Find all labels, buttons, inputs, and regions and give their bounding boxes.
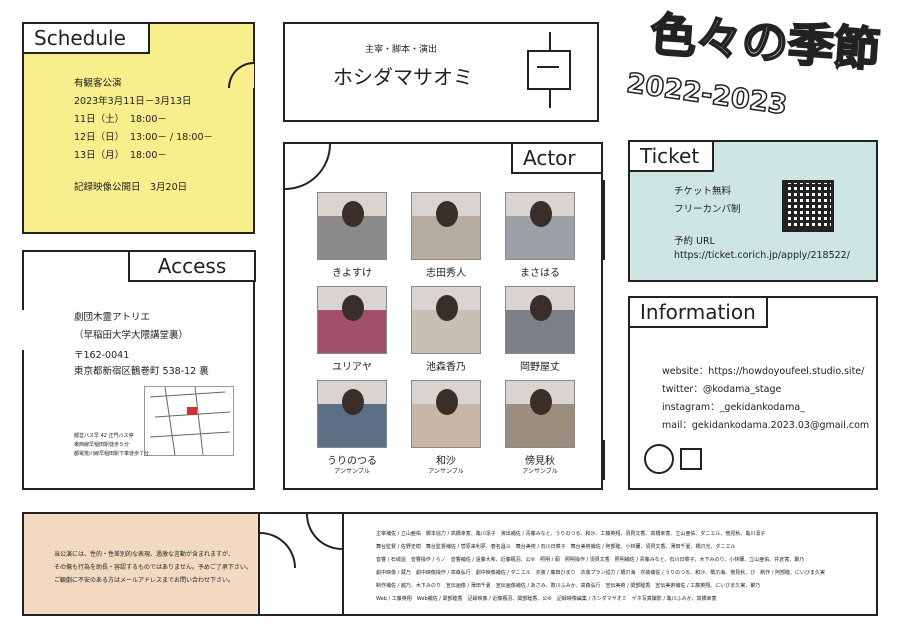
actor-name: まさはる xyxy=(520,268,560,279)
actor-name: 傍見秋 xyxy=(525,456,555,467)
actor-photo xyxy=(317,286,387,354)
actor-silhouette xyxy=(530,389,552,415)
schedule-day-3: 13日（月） xyxy=(74,150,125,161)
actor-door-right xyxy=(603,180,605,260)
ticket-kanpa: フリーカンパ制 xyxy=(674,204,741,215)
info-website[interactable]: website：https://howdoyoufeel.studio.site… xyxy=(662,366,865,377)
actor-photo xyxy=(505,286,575,354)
bottom-divider-2 xyxy=(342,514,344,614)
schedule-panel: Schedule 有観客公演 2023年3月11日－3月13日 11日（土） 1… xyxy=(22,22,255,234)
staff-credit-line: Web / 工藤英翔 Web補佐 / 関部睦香 記録映像 / 近藤楓羽、関部睦香… xyxy=(376,596,717,602)
actor-photo xyxy=(411,286,481,354)
actor-panel: Actor きよすけ志田秀人まさはるユリアヤ池森香乃岡野屋丈うりのつるアンサンブ… xyxy=(283,142,603,490)
access-map-note-1: 都営バス早 42 正門バス停 xyxy=(74,433,134,439)
notice-line-1: 当公演には、性的・性差別的な表現、過激な言動が含まれますが、 xyxy=(54,551,234,558)
notice-line-2: その傷も行為を助長・容認するものではありません。予めご了承下さい。 xyxy=(54,564,252,571)
actor-tab: Actor xyxy=(511,142,603,174)
actor-silhouette xyxy=(342,201,364,227)
logo-title: 色々の季節 xyxy=(647,6,882,78)
schedule-time-2: 13:00－ / 18:00－ xyxy=(130,132,213,143)
access-venue-note: （早稲田大学大隈講堂裏） xyxy=(74,330,189,341)
actor-name: 池森香乃 xyxy=(426,362,466,373)
actor-silhouette xyxy=(436,295,458,321)
notice-line-3: ご観劇に不安のある方はメールアドレスまでお問い合わせ下さい。 xyxy=(54,577,235,584)
actor-photo xyxy=(505,192,575,260)
actor-role: アンサンブル xyxy=(334,468,370,475)
ticket-panel: Ticket チケット無料 フリーカンパ制 予約 URL https://tic… xyxy=(628,140,878,282)
actor-role: アンサンブル xyxy=(428,468,464,475)
schedule-archive: 記録映像公開日 3月20日 xyxy=(74,182,188,193)
ticket-url[interactable]: https://ticket.corich.jp/apply/218522/ xyxy=(674,250,850,261)
actor-silhouette xyxy=(530,295,552,321)
staff-credit-line: 舞台監督 / 佐野史樹 舞台監督補佐 / 菅原来利夢、春名昌斗 舞台美術 / 石… xyxy=(376,544,736,550)
notice-area: 当公演には、性的・性差別的な表現、過激な言動が含まれますが、 その傷も行為を助長… xyxy=(24,514,258,614)
information-panel: Information website：https://howdoyoufeel… xyxy=(628,296,878,490)
logo: 色々の季節 2022-2023 xyxy=(618,6,888,138)
access-map xyxy=(144,386,234,456)
ticket-reserve-label: 予約 URL xyxy=(674,236,715,247)
director-name: ホシダマサオミ xyxy=(333,65,473,89)
actor-name: きよすけ xyxy=(332,268,372,279)
qr-code-icon xyxy=(782,180,834,232)
actor-silhouette xyxy=(342,389,364,415)
actor-silhouette xyxy=(530,201,552,227)
access-address: 東京都新宿区鶴巻町 538-12 裏 xyxy=(74,366,209,377)
bottom-divider-1 xyxy=(258,514,260,614)
bottom-door-2 xyxy=(306,514,342,550)
actor-name: ユリアヤ xyxy=(332,362,372,373)
schedule-time-3: 18:00－ xyxy=(130,150,167,161)
logo-years: 2022-2023 xyxy=(624,67,790,122)
info-mail[interactable]: mail：gekidankodama.2023.03@gmail.com xyxy=(662,420,870,431)
schedule-time-1: 18:00－ xyxy=(130,114,167,125)
director-panel: 主宰・脚本・演出 ホシダマサオミ xyxy=(283,22,599,122)
access-wall-gap xyxy=(20,310,26,350)
info-twitter[interactable]: twitter：@kodama_stage xyxy=(662,384,782,395)
schedule-dates: 2023年3月11日－3月13日 xyxy=(74,96,192,107)
actor-photo xyxy=(505,380,575,448)
actor-photo xyxy=(317,192,387,260)
staff-credit-line: 音響 / 石城遥 音響操作 / らノ 音響補佐 / 遠藤大希、近藤楓羽、公⑥ 照… xyxy=(376,557,805,563)
table-icon xyxy=(644,444,674,474)
desk-icon xyxy=(525,32,575,108)
info-instagram[interactable]: instagram：_gekidankodama_ xyxy=(662,402,805,413)
schedule-title: 有観客公演 xyxy=(74,78,122,89)
staff-credit-line: 制作補佐 / 越乃、木下みのり 宣伝画像 / 薄田千夏 宣伝画像補佐 / あさみ… xyxy=(376,583,761,589)
actor-photo xyxy=(411,192,481,260)
staff-credit-line: 主宰補佐 / 立山亜佑 脚本協力 / 高橋幸寛、亀川凛子 演出補佐 / 青藤みな… xyxy=(376,531,766,537)
actor-name: 和沙 xyxy=(436,456,456,467)
access-panel: Access 劇団木霊アトリエ （早稲田大学大隈講堂裏） 〒162-0041 東… xyxy=(22,250,256,490)
staff-credit-line: 劇中映像 / 蔵乃 劇中映像操作 / 高森弘行 劇中映像補佐 / ダニエル 衣装… xyxy=(376,570,826,576)
bottom-panel: 当公演には、性的・性差別的な表現、過激な言動が含まれますが、 その傷も行為を助長… xyxy=(22,512,878,616)
actor-photo xyxy=(411,380,481,448)
information-tab: Information xyxy=(628,296,768,328)
actor-door-right-2 xyxy=(603,440,605,480)
access-map-note-2: 東西線早稲田駅徒歩５分 xyxy=(74,442,130,448)
schedule-day-2: 12日（日） xyxy=(74,132,125,143)
chair-icon xyxy=(680,448,702,470)
actor-role: アンサンブル xyxy=(522,468,558,475)
actor-silhouette xyxy=(436,389,458,415)
schedule-tab: Schedule xyxy=(22,22,150,54)
ticket-price: チケット無料 xyxy=(674,186,732,197)
director-role: 主宰・脚本・演出 xyxy=(365,45,438,55)
access-zip: 〒162-0041 xyxy=(74,350,130,361)
actor-name: うりのつる xyxy=(327,456,377,467)
ticket-tab: Ticket xyxy=(628,140,714,172)
actor-photo xyxy=(317,380,387,448)
actor-name: 志田秀人 xyxy=(426,268,466,279)
access-tab: Access xyxy=(128,250,256,282)
access-venue: 劇団木霊アトリエ xyxy=(74,312,151,323)
actor-name: 岡野屋丈 xyxy=(520,362,560,373)
access-map-note-3: 都電荒川線早稲田駅下車徒歩７分 xyxy=(74,451,150,457)
schedule-day-1: 11日（土） xyxy=(74,114,125,125)
actor-silhouette xyxy=(342,295,364,321)
bottom-door-1 xyxy=(260,532,296,568)
staff-credits: 主宰補佐 / 立山亜佑 脚本協力 / 高橋幸寛、亀川凛子 演出補佐 / 青藤みな… xyxy=(376,528,870,606)
actor-silhouette xyxy=(436,201,458,227)
